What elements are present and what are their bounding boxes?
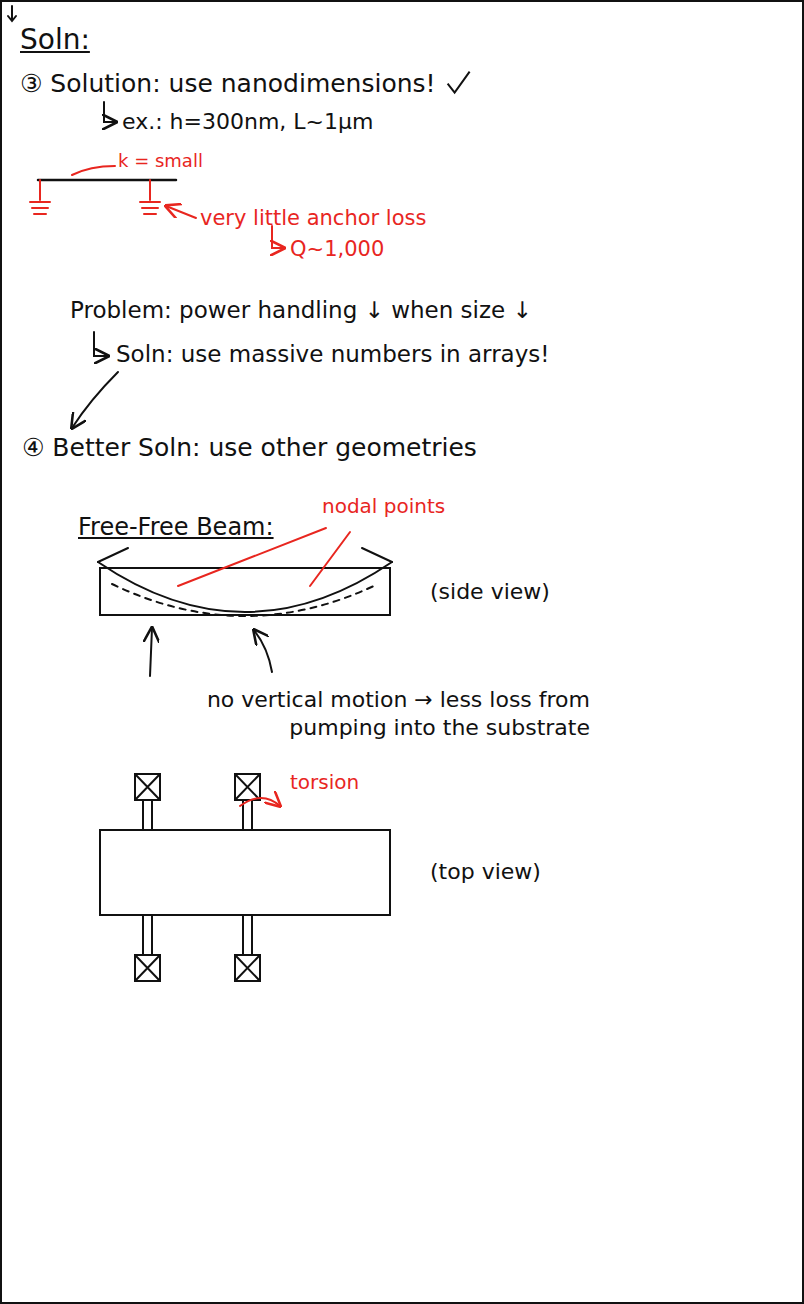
note-text: very little anchor loss (200, 205, 426, 231)
down-arrow (8, 6, 16, 21)
pointer-arrow (150, 628, 152, 676)
torsion-support (143, 800, 252, 830)
torsion-arrow (240, 798, 280, 806)
leader-line (166, 206, 196, 218)
check-mark (448, 72, 470, 93)
note-text: ④ Better Soln: use other geometries (22, 432, 477, 463)
note-text: Soln: (20, 22, 90, 57)
leader-line (310, 532, 350, 586)
leader-line (72, 166, 115, 175)
note-text: Soln: use massive numbers in arrays! (116, 340, 550, 369)
anchor-symbol (140, 180, 160, 214)
mode-shape (112, 584, 378, 616)
anchor-symbol (30, 180, 50, 214)
note-text: (top view) (430, 858, 541, 886)
beam-side (100, 568, 390, 615)
torsion-support (143, 915, 252, 955)
note-text: torsion (290, 770, 359, 795)
note-text: ③ Solution: use nanodimensions! (20, 68, 436, 99)
note-text: Free-Free Beam: (78, 512, 274, 542)
note-text: ex.: h=300nm, L~1μm (122, 108, 373, 136)
hook-arrow (104, 102, 116, 122)
pointer-arrow (254, 630, 272, 672)
hook-arrow (94, 332, 108, 356)
note-text: nodal points (322, 494, 445, 519)
beam-top (100, 830, 390, 915)
beam-line (38, 179, 176, 182)
link-arrow (72, 372, 118, 428)
mode-shape (98, 562, 392, 612)
note-text: Q~1,000 (290, 236, 384, 262)
note-text: k = small (118, 150, 203, 173)
note-text: no vertical motion → less loss from pump… (120, 686, 590, 741)
note-text: Problem: power handling ↓ when size ↓ (70, 296, 532, 325)
note-text: (side view) (430, 578, 550, 606)
